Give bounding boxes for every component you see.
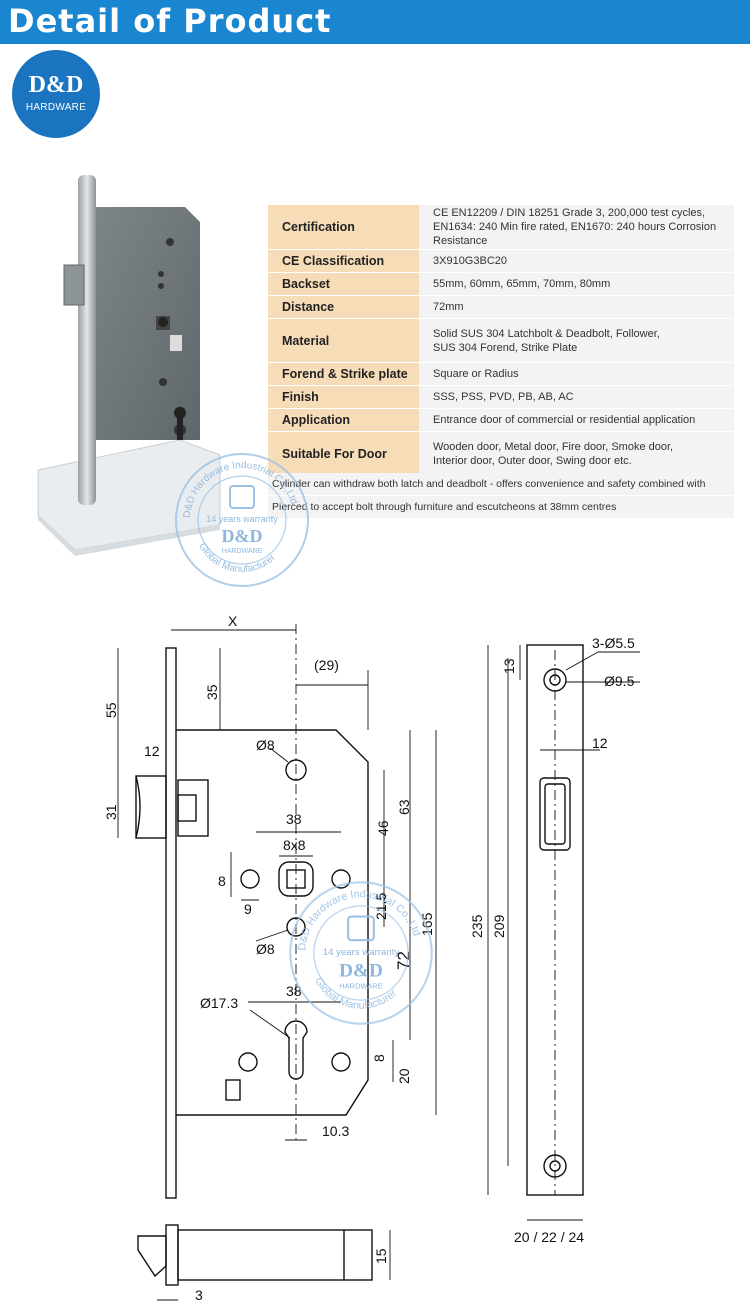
dim-8b: 8 [371, 1054, 387, 1062]
dim-235: 235 [469, 914, 485, 938]
dim-x: X [228, 613, 238, 629]
spec-value: CE EN12209 / DIN 18251 Grade 3, 200,000 … [419, 205, 734, 250]
spec-key: Distance [268, 295, 419, 319]
dim-phi9-5: Ø9.5 [604, 673, 635, 689]
dim-9: 9 [244, 901, 252, 917]
table-row: Forend & Strike plate Square or Radius [268, 362, 734, 386]
dim-phi8-mid: Ø8 [256, 941, 275, 957]
spec-value: Square or Radius [419, 362, 734, 386]
spec-key: CE Classification [268, 249, 419, 273]
spec-value: 72mm [419, 295, 734, 319]
watermark-ring-bottom: Global Manufacturer [196, 541, 278, 575]
dim-21-5: 21.5 [373, 893, 389, 920]
feature-note: Pierced to accept bolt through furniture… [268, 496, 734, 518]
dim-phi17-3: Ø17.3 [200, 995, 238, 1011]
spec-value: Wooden door, Metal door, Fire door, Smok… [419, 431, 734, 476]
logo-main-text: D&D [28, 72, 84, 98]
spec-value: 3X910G3BC20 [419, 249, 734, 273]
spec-key: Forend & Strike plate [268, 362, 419, 386]
dim-12: 12 [144, 743, 160, 759]
dim-13: 13 [501, 658, 517, 674]
technical-drawing: X (29) 55 35 12 31 Ø8 38 8x8 8 9 46 63 2… [103, 613, 640, 1303]
table-row: Backset 55mm, 60mm, 65mm, 70mm, 80mm [268, 272, 734, 296]
dim-8x8: 8x8 [283, 837, 306, 853]
spec-key: Certification [268, 205, 419, 250]
dim-20-22-24: 20 / 22 / 24 [514, 1229, 584, 1245]
dim-8: 8 [218, 873, 226, 889]
spec-value: SSS, PSS, PVD, PB, AB, AC [419, 385, 734, 409]
spec-value: Entrance door of commercial or residenti… [419, 408, 734, 432]
spec-value: 55mm, 60mm, 65mm, 70mm, 80mm [419, 272, 734, 296]
logo-sub-text: HARDWARE [25, 102, 87, 113]
dim-209: 209 [491, 914, 507, 938]
spec-key: Backset [268, 272, 419, 296]
watermark-stamp: D&D Hardware Industrial Co.,Ltd Global M… [289, 881, 433, 1025]
dim-46: 46 [375, 820, 391, 836]
table-row: Application Entrance door of commercial … [268, 408, 734, 432]
svg-text:Global Manufacturer: Global Manufacturer [196, 541, 278, 575]
spec-key: Finish [268, 385, 419, 409]
table-row: Suitable For Door Wooden door, Metal doo… [268, 431, 734, 476]
brand-logo: D&D HARDWARE [12, 50, 100, 138]
watermark-years: 14 years warranty [323, 947, 400, 958]
dim-3: 3 [195, 1287, 203, 1303]
spec-key: Material [268, 318, 419, 363]
dim-3-phi5-5: 3-Ø5.5 [592, 635, 635, 651]
dim-38-top: 38 [286, 811, 302, 827]
dim-phi8-top: Ø8 [256, 737, 275, 753]
spec-value: Solid SUS 304 Latchbolt & Deadbolt, Foll… [419, 318, 734, 363]
dim-35: 35 [204, 684, 220, 700]
dim-29: (29) [314, 657, 339, 673]
title-banner: Detail of Product [0, 0, 750, 44]
watermark-sub: HARDWARE [222, 548, 263, 555]
dim-31: 31 [103, 804, 119, 820]
spec-key: Suitable For Door [268, 431, 419, 476]
dim-20: 20 [396, 1068, 412, 1084]
page-title: Detail of Product [8, 2, 332, 40]
spec-table: Certification CE EN12209 / DIN 18251 Gra… [268, 205, 734, 476]
watermark-brand: D&D [222, 526, 263, 546]
watermark-sub: HARDWARE [339, 981, 382, 990]
dim-10-3: 10.3 [322, 1123, 349, 1139]
table-row: Distance 72mm [268, 295, 734, 319]
watermark-brand: D&D [339, 961, 383, 982]
table-row: Certification CE EN12209 / DIN 18251 Gra… [268, 205, 734, 250]
dim-55: 55 [103, 702, 119, 718]
dim-12-right: 12 [592, 735, 608, 751]
table-row: Material Solid SUS 304 Latchbolt & Deadb… [268, 318, 734, 363]
dim-15: 15 [373, 1248, 389, 1264]
spec-key: Application [268, 408, 419, 432]
watermark-years: 14 years warranty [206, 514, 278, 524]
watermark-stamp: D&D Hardware Industrial Co.,Ltd Global M… [175, 453, 309, 587]
table-row: CE Classification 3X910G3BC20 [268, 249, 734, 273]
product-photo [37, 175, 221, 556]
feature-note: Cylinder can withdraw both latch and dea… [268, 473, 734, 512]
table-row: Finish SSS, PSS, PVD, PB, AB, AC [268, 385, 734, 409]
dim-63: 63 [396, 799, 412, 815]
